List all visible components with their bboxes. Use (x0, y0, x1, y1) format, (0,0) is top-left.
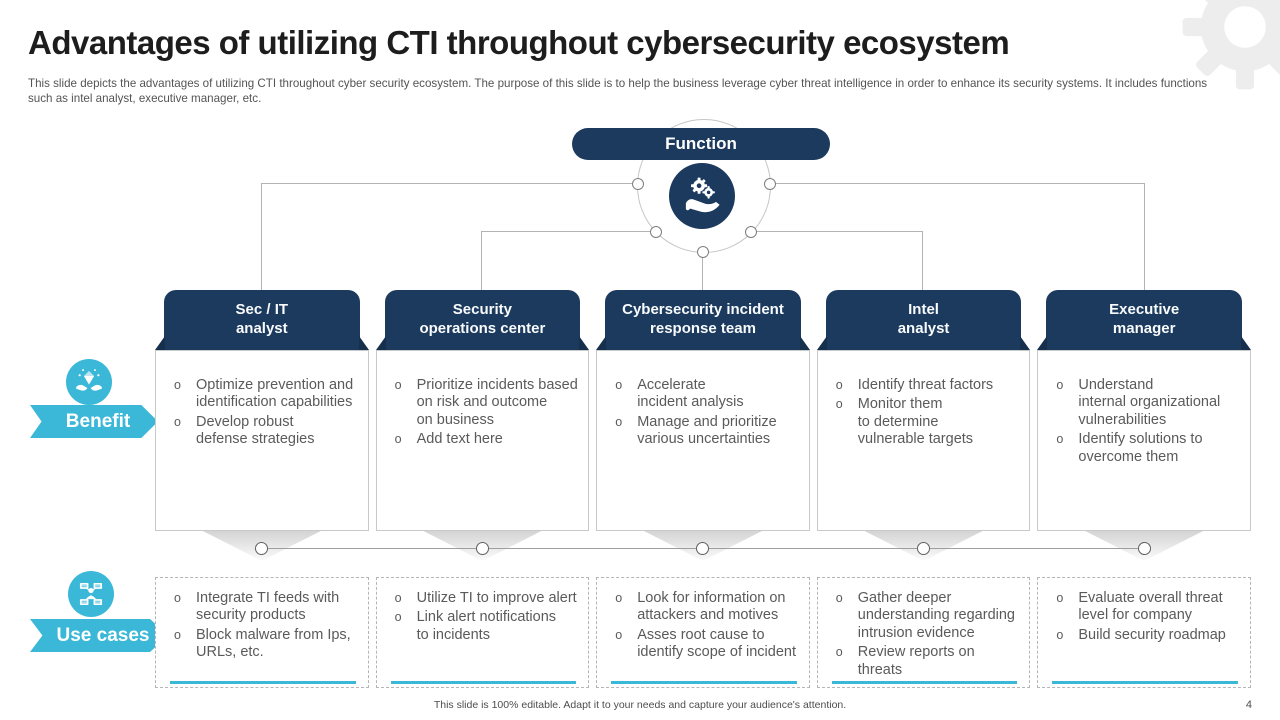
connector-line (261, 183, 639, 184)
benefit-bullet: Monitor them to determine vulnerable tar… (857, 396, 974, 448)
analyst-network-icon (79, 582, 103, 606)
connector-line (1144, 183, 1145, 290)
use-case-bullet: Asses root cause to identify scope of in… (637, 626, 796, 661)
accent-underline (611, 681, 797, 684)
connector-line (749, 231, 923, 232)
slide-subtitle: This slide depicts the advantages of uti… (28, 77, 1208, 106)
timeline-node (696, 542, 709, 555)
use-case-bullet: Gather deeper understanding regarding in… (857, 590, 1015, 641)
timeline-node (917, 542, 930, 555)
hand-holding-gears-icon (685, 177, 720, 213)
gear-decoration-icon (1182, 0, 1280, 90)
accent-underline (170, 681, 356, 684)
use-case-bullet: Block malware from Ips, URLs, etc. (196, 626, 351, 661)
use-case-bullet: Link alert notifications to incidents (416, 609, 557, 643)
page-number: 4 (1245, 699, 1252, 711)
column-header: Sec / IT analyst (164, 290, 360, 350)
connector-node (697, 246, 709, 258)
benefit-bullet: Add text here (416, 431, 503, 448)
benefit-row-label: Benefit (30, 405, 158, 438)
use-case-bullet: Review reports on threats (857, 644, 975, 678)
benefit-icon-circle (66, 359, 112, 405)
use-case-bullet: Look for information on attackers and mo… (637, 590, 786, 624)
accent-underline (1052, 681, 1238, 684)
benefit-bullet: Understand internal organizational vulne… (1078, 377, 1221, 428)
benefit-bullet: Accelerate incident analysis (637, 377, 744, 411)
timeline-node (255, 542, 268, 555)
column-header: Security operations center (384, 290, 581, 350)
column-header: Intel analyst (825, 290, 1022, 350)
connector-line (261, 183, 262, 290)
benefit-bullet: Manage and prioritize various uncertaint… (637, 413, 777, 448)
benefit-bullet: Optimize prevention and identification c… (196, 377, 354, 411)
use-case-bullet: Utilize TI to improve alert (416, 590, 577, 606)
footer-note: This slide is 100% editable. Adapt it to… (433, 699, 847, 711)
timeline-node (1138, 542, 1151, 555)
use-case-bullet: Integrate TI feeds with security product… (196, 590, 340, 624)
connector-line (767, 183, 1145, 184)
benefit-bullet: Develop robust defense strategies (196, 413, 315, 448)
use-cases-icon-circle (68, 571, 114, 617)
use-case-bullet: Evaluate overall threat level for compan… (1078, 590, 1223, 624)
benefit-bullet: Identify threat factors (857, 377, 994, 393)
benefit-bullet: Identify solutions to overcome them (1078, 431, 1203, 465)
hands-holding-diamond-icon (76, 369, 102, 391)
accent-underline (390, 681, 577, 684)
timeline-node (476, 542, 489, 555)
connector-line (922, 231, 923, 290)
connector-node (764, 178, 776, 190)
benefit-bullet: Prioritize incidents based on risk and o… (416, 377, 578, 428)
use-case-bullet: Build security roadmap (1078, 626, 1226, 643)
column-header: Executive manager (1046, 290, 1242, 350)
accent-underline (831, 681, 1018, 684)
connector-node (632, 178, 644, 190)
function-label: Function (572, 128, 830, 160)
connector-line (702, 251, 703, 290)
connector-node (745, 226, 757, 238)
slide-title: Advantages of utilizing CTI throughout c… (28, 24, 1010, 61)
connector-node (650, 226, 662, 238)
column-header: Cybersecurity incident response team (605, 290, 801, 350)
connector-line (481, 231, 657, 232)
hub-circle (669, 163, 735, 229)
connector-line (481, 231, 482, 290)
use-cases-row-label: Use cases (30, 619, 168, 652)
